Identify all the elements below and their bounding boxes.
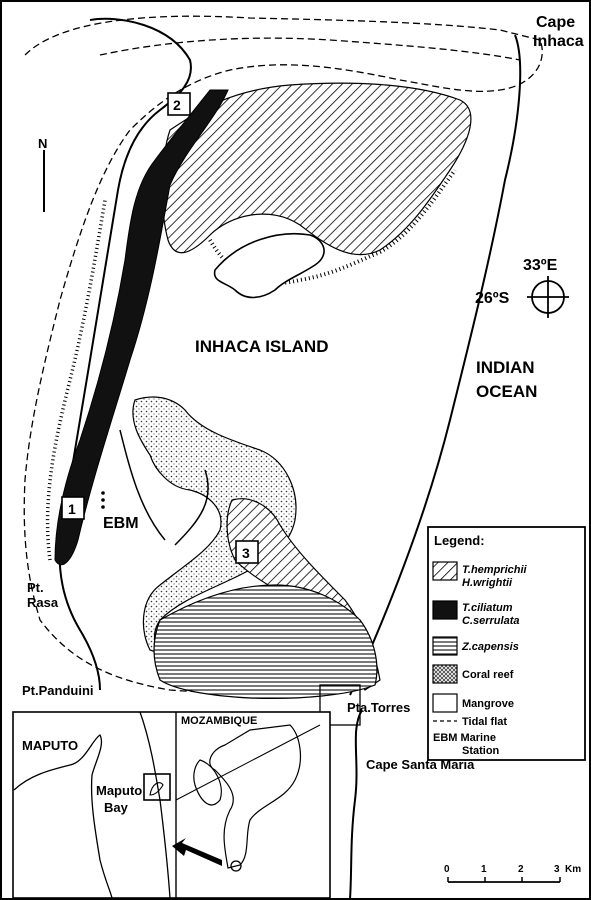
svg-text:2: 2 — [173, 97, 181, 113]
svg-text:3: 3 — [554, 864, 560, 875]
maputo-label: MAPUTO — [22, 738, 78, 753]
longitude-label: 33ºE — [523, 257, 558, 274]
compass-crosshair — [527, 276, 569, 318]
tidal-flat-outline — [23, 15, 543, 693]
svg-text:C.serrulata: C.serrulata — [462, 615, 519, 627]
svg-text:Legend:: Legend: — [434, 533, 485, 548]
cape-inhaca-label: Cape — [536, 14, 575, 31]
maputo-bay-label: Maputo — [96, 783, 142, 798]
seagrass-lines-south — [153, 584, 378, 700]
svg-text:EBM Marine: EBM Marine — [433, 732, 496, 744]
site-marker-2: 2 — [167, 92, 191, 116]
inset-map: MAPUTO Maputo Bay MOZAMBIQUE — [12, 711, 331, 899]
svg-text:3: 3 — [242, 545, 250, 561]
svg-text:Mangrove: Mangrove — [462, 698, 514, 710]
ebm-station-dots — [101, 491, 105, 509]
svg-text:0: 0 — [444, 864, 450, 875]
svg-text:H.wrightii: H.wrightii — [462, 577, 513, 589]
svg-text:2: 2 — [518, 864, 524, 875]
inset-arrow — [172, 838, 222, 866]
scale-bar: 0 1 2 3 Km — [444, 864, 581, 883]
ocean-label: INDIAN — [476, 358, 535, 377]
site-marker-1: 1 — [61, 496, 85, 520]
seagrass-hatch-north — [161, 82, 472, 256]
pta-torres-label: Pta.Torres — [347, 700, 410, 715]
svg-text:T.ciliatum: T.ciliatum — [462, 602, 513, 614]
svg-text:Coral reef: Coral reef — [462, 669, 514, 681]
island-coastline — [58, 17, 192, 691]
ocean-label-2: OCEAN — [476, 382, 537, 401]
south-lagoon-sand — [132, 396, 297, 656]
site-marker-3: 3 — [235, 540, 259, 564]
latitude-label: 26ºS — [475, 290, 510, 307]
pt-panduini-label: Pt.Panduini — [22, 683, 94, 698]
svg-text:1: 1 — [68, 501, 76, 517]
svg-text:Tidal flat: Tidal flat — [462, 716, 507, 728]
maputo-bay-label-2: Bay — [104, 800, 129, 815]
cape-inhaca-label-2: Inhaca — [533, 33, 584, 50]
mozambique-label: MOZAMBIQUE — [181, 715, 257, 727]
ebm-label: EBM — [103, 515, 139, 532]
svg-text:Z.capensis: Z.capensis — [461, 641, 519, 653]
legend: Legend: T.hemprichii H.wrightii T.ciliat… — [427, 526, 586, 761]
pt-rasa-label-2: Rasa — [27, 595, 59, 610]
svg-text:1: 1 — [481, 864, 487, 875]
svg-text:T.hemprichii: T.hemprichii — [462, 564, 528, 576]
svg-text:Station: Station — [462, 745, 500, 757]
svg-text:N: N — [38, 136, 47, 151]
island-label: INHACA ISLAND — [195, 337, 328, 356]
pt-rasa-label: Pt. — [27, 580, 44, 595]
seagrass-black-band — [54, 89, 229, 566]
svg-text:Km: Km — [565, 864, 581, 875]
